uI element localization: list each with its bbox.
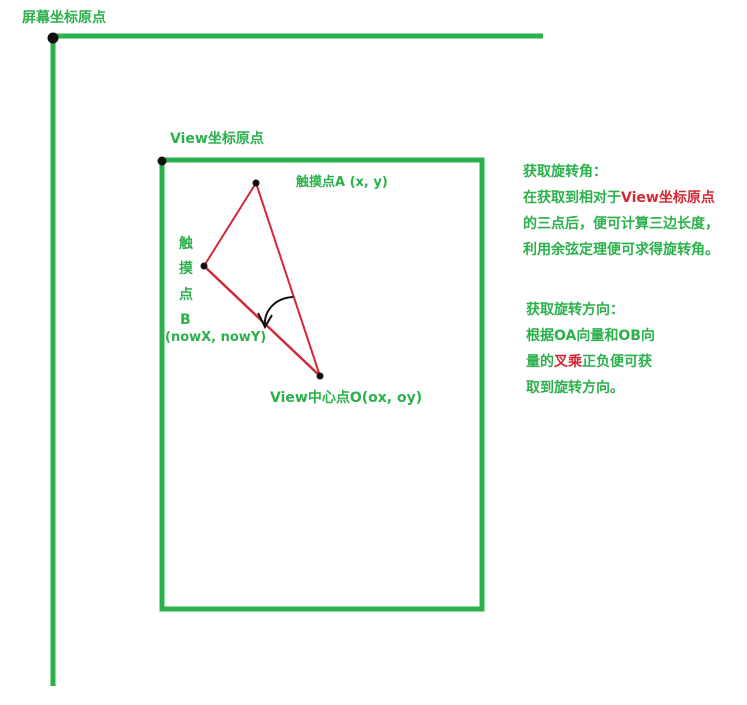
view-origin-label: View坐标原点 <box>170 131 264 147</box>
view-center-label: View中心点O(ox, oy) <box>270 390 423 406</box>
screen-origin-label: 屏幕坐标原点 <box>22 10 106 26</box>
touch-point-b-char-2: 摸 <box>179 261 193 277</box>
cross-product-highlight: 叉乘 <box>554 354 582 370</box>
rotation-direction-line-3: 取到旋转方向。 <box>526 380 624 396</box>
touch-point-a-label: 触摸点A (x, y) <box>296 175 388 190</box>
rotation-angle-arc <box>263 296 294 326</box>
rotation-direction-line-1: 根据OA向量和OB向 <box>526 328 655 344</box>
rotation-arrow-head <box>257 312 273 330</box>
point-b <box>200 262 208 270</box>
touch-point-b-coords: (nowX, nowY) <box>165 330 267 345</box>
rotation-direction-line-2: 量的叉乘正负便可获 <box>526 354 652 370</box>
rotation-direction-note: 获取旋转方向： 根据OA向量和OB向 量的叉乘正负便可获 取到旋转方向。 <box>526 297 655 401</box>
view-origin-point <box>157 156 167 166</box>
touch-point-b-char-4: B <box>180 312 191 328</box>
point-o <box>316 372 324 380</box>
rotation-angle-line-2: 的三点后，便可计算三边长度， <box>523 216 719 232</box>
rotation-angle-line-1: 在获取到相对于View坐标原点 <box>523 190 715 206</box>
rotation-direction-title: 获取旋转方向： <box>526 302 624 318</box>
touch-point-b-char-1: 触 <box>179 236 193 252</box>
segment-o-a <box>255 182 321 377</box>
rotation-angle-line-3: 利用余弦定理便可求得旋转角。 <box>523 242 719 258</box>
rotation-angle-note: 获取旋转角： 在获取到相对于View坐标原点 的三点后，便可计算三边长度， 利用… <box>523 159 719 263</box>
segment-a-b <box>203 182 257 267</box>
rotation-angle-title: 获取旋转角： <box>523 164 607 180</box>
view-origin-highlight: View坐标原点 <box>621 190 715 206</box>
view-rectangle <box>159 157 485 612</box>
touch-point-b-char-3: 点 <box>179 287 193 303</box>
point-a <box>252 179 260 187</box>
screen-origin-point <box>47 32 59 44</box>
